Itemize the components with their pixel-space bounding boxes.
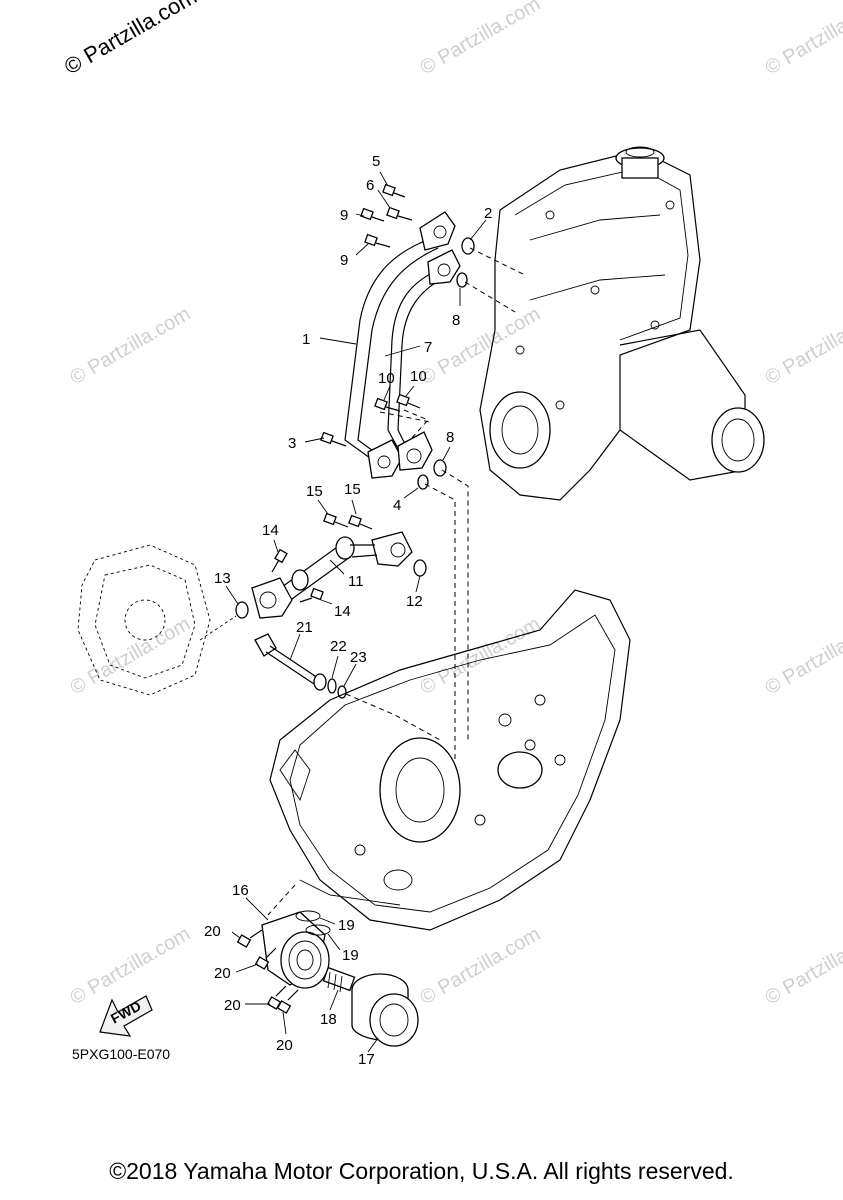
callout-19: 19 [342,947,359,964]
watermark: © Partzilla.com [67,303,195,389]
callouts: 5 6 9 9 2 8 1 7 10 10 3 8 4 15 15 14 11 … [204,153,492,1068]
callout-22: 22 [330,638,347,655]
callout-20: 20 [224,997,241,1014]
oil-filter-assembly [236,884,419,1047]
callout-10: 10 [410,368,427,385]
callout-20: 20 [214,965,231,982]
callout-20: 20 [204,923,221,940]
callout-14: 14 [334,603,351,620]
fwd-arrow: FWD [99,995,153,1037]
callout-5: 5 [372,153,380,170]
watermark-corner: © Partzilla.com [60,0,201,79]
callout-12: 12 [406,593,423,610]
callout-1: 1 [302,331,310,348]
callout-14: 14 [262,522,279,539]
o-ring [456,272,468,288]
o-ring [413,559,427,577]
o-ring [461,237,475,255]
callout-4: 4 [393,497,401,514]
watermark: © Partzilla.com [762,613,843,699]
callout-10: 10 [378,370,395,387]
watermark: © Partzilla.com [762,303,843,389]
callout-18: 18 [320,1011,337,1028]
crankcase-left-cover [77,544,237,696]
callout-17: 17 [358,1051,375,1068]
watermark: © Partzilla.com [417,923,545,1009]
washer [327,678,337,694]
leader-lines [225,171,487,1053]
watermark: © Partzilla.com [417,303,545,389]
callout-8: 8 [452,312,460,329]
bolts-upper [320,183,421,447]
o-ring [337,685,347,699]
oil-pipe-21 [254,633,327,691]
watermark: © Partzilla.com [67,923,195,1009]
o-ring [235,601,249,619]
callout-23: 23 [350,649,367,666]
callout-16: 16 [232,882,249,899]
o-ring [433,459,447,477]
oil-pipe-assembly [251,531,413,619]
callout-19: 19 [338,917,355,934]
callout-21: 21 [296,619,313,636]
callout-13: 13 [214,570,231,587]
callout-15: 15 [344,481,361,498]
callout-20: 20 [276,1037,293,1054]
bolts-middle [271,512,373,603]
watermark: © Partzilla.com [417,0,545,79]
callout-8: 8 [446,429,454,446]
callout-11: 11 [348,573,364,590]
diagram-code: 5PXG100-E070 [72,1046,170,1062]
cylinder-head-assembly [479,146,765,501]
callout-2: 2 [484,205,492,222]
watermark: © Partzilla.com [67,613,195,699]
callout-3: 3 [288,435,296,452]
oil-delivery-pipes [344,211,461,479]
watermark: © Partzilla.com [762,0,843,79]
copyright-notice: ©2018 Yamaha Motor Corporation, U.S.A. A… [109,1158,734,1184]
callout-6: 6 [366,177,374,194]
callout-9: 9 [340,252,348,269]
watermark: © Partzilla.com [417,613,545,699]
crankcase [269,589,631,931]
watermark: © Partzilla.com [762,923,843,1009]
callout-15: 15 [306,483,323,500]
callout-7: 7 [424,339,432,356]
callout-9: 9 [340,207,348,224]
o-ring [417,474,429,490]
